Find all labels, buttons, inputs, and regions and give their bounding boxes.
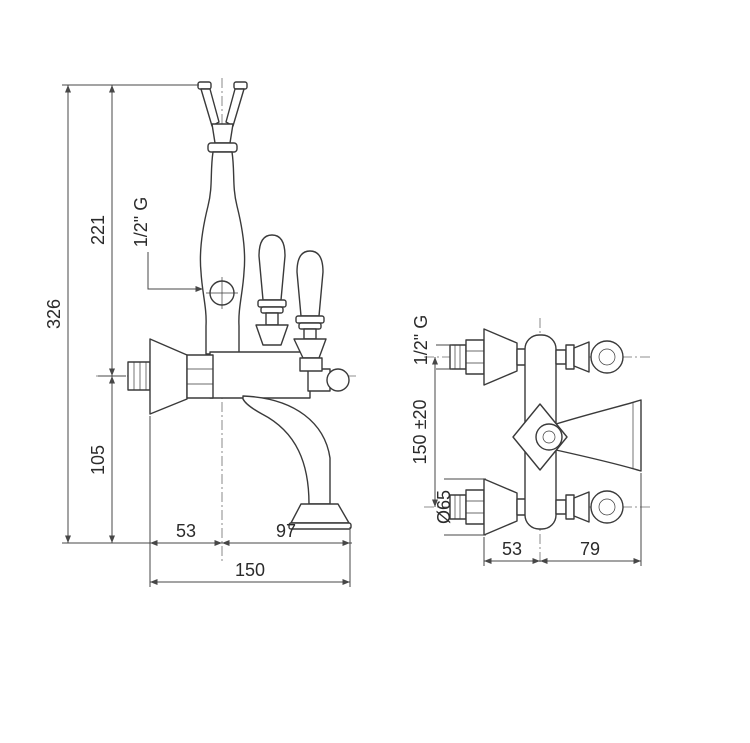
dim-center-to-spout-front-label: 79 [580, 539, 600, 559]
dim-center-to-spout-side-label: 97 [276, 521, 296, 541]
hot-handle-front [555, 340, 624, 374]
hex-nut-side [186, 354, 214, 399]
leader-thread-side [147, 252, 203, 292]
hex-nut-bottom [465, 489, 485, 525]
front-view: 1/2" G 150 ±20 Ø65 53 79 [410, 315, 650, 566]
dim-upper-height-label: 221 [88, 215, 108, 245]
diverter-hub [535, 423, 563, 451]
wall-mount-side [127, 338, 214, 415]
spout-cone-front [555, 399, 642, 472]
dim-thread-side-label: 1/2" G [131, 197, 151, 247]
side-view-dimensions: 326 221 105 1/2" G 53 97 150 [44, 84, 352, 587]
hose-connection-hole [206, 277, 238, 309]
spout [242, 395, 352, 530]
wall-flange-bottom [483, 478, 518, 536]
wall-connection-bottom [449, 478, 528, 536]
dim-flange-diameter-label: Ø65 [434, 490, 454, 524]
front-view-dimensions: 1/2" G 150 ±20 Ø65 53 79 [410, 315, 642, 566]
shower-hose-fork [197, 81, 248, 153]
spout-outlet [290, 503, 350, 524]
wall-nipple-side [127, 361, 151, 391]
side-view: 326 221 105 1/2" G 53 97 150 [44, 78, 356, 587]
dim-wall-to-center-front-label: 53 [502, 539, 522, 559]
wall-flange-top [483, 328, 518, 386]
dim-hole-distance-label: 150 ±20 [410, 400, 430, 465]
hot-handle-side [255, 234, 289, 346]
cold-handle-side [293, 250, 327, 372]
dim-lower-height-label: 105 [88, 445, 108, 475]
wall-flange-side [149, 338, 188, 415]
dim-total-reach-label: 150 [235, 560, 265, 580]
dim-wall-to-center-side-label: 53 [176, 521, 196, 541]
dim-overall-height-label: 326 [44, 299, 64, 329]
cold-handle-front [555, 490, 624, 524]
cold-valve-cap [326, 368, 350, 392]
wall-connection-top [449, 328, 528, 386]
wall-nipple-top [449, 344, 467, 370]
faucet-column [199, 151, 246, 355]
hex-nut-top [465, 339, 485, 375]
dim-thread-front-label: 1/2" G [411, 315, 431, 365]
mixer-body-side [209, 351, 311, 399]
